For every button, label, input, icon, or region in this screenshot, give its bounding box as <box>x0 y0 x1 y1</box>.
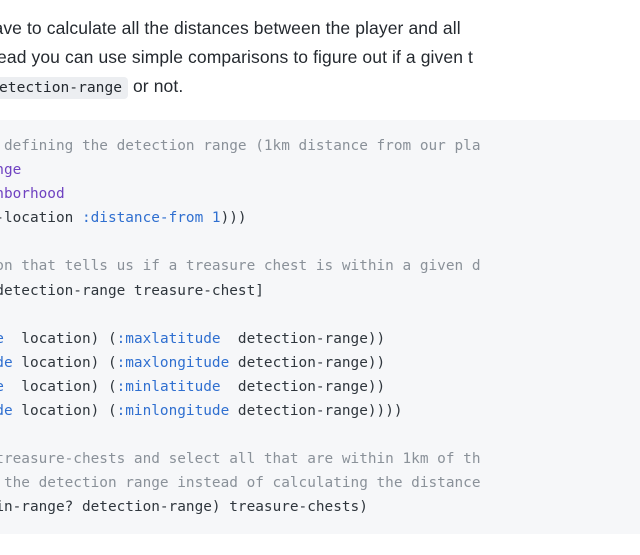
code-token-keyword: :longitude <box>0 403 13 420</box>
code-line: range? [detection-range treasure-chest] <box>0 283 264 299</box>
code-line: r function that tells us if a treasure c… <box>0 258 481 274</box>
code-line: ction-range <box>0 162 21 178</box>
prose-text: ests. Instead you can use simple compari… <box>0 47 473 67</box>
prose-text: or not. <box>128 76 184 96</box>
prose-line: u don't have to calculate all the distan… <box>0 14 640 43</box>
code-token-comment: r function that tells us if a treasure c… <box>0 258 481 275</box>
code-token-keyword: :maxlongitude <box>116 354 230 371</box>
code-token-plain: location) ( <box>12 354 117 371</box>
code-line: ting and defining the detection range (1… <box>0 138 481 154</box>
code-block-content: ting and defining the detection range (1… <box>0 138 481 515</box>
code-token-comment: me using the detection range instead of … <box>3 475 481 492</box>
code-line: :longitude location) (:maxlongitude dete… <box>0 355 385 371</box>
code-token-plain: location) ( <box>3 378 117 395</box>
code-block-pre: ting and defining the detection range (1… <box>0 134 640 520</box>
code-token-keyword: :longitude <box>0 354 13 371</box>
code-token-plain: [detection-range treasure-chest] <box>0 282 264 299</box>
code-token-plain: ))) <box>220 210 247 227</box>
code-line: partial in-range? detection-range) treas… <box>0 499 368 515</box>
code-block[interactable]: ting and defining the detection range (1… <box>0 120 640 534</box>
code-token-keyword: :minlongitude <box>116 403 230 420</box>
inline-code-chip: detection-range <box>0 77 129 99</box>
code-token-plain: c player-location <box>0 210 74 227</box>
code-token-plain: detection-range)) <box>220 330 386 347</box>
code-token-comment: ting and defining the detection range (1… <box>3 138 481 154</box>
code-token-symbol: ction-range <box>0 162 22 179</box>
article-content: u don't have to calculate all the distan… <box>0 0 640 534</box>
code-line: me using the detection range instead of … <box>0 475 481 491</box>
prose-text: u don't have to calculate all the distan… <box>0 18 461 38</box>
code-token-plain: detection-range)) <box>220 378 386 395</box>
code-token-keyword: :latitude <box>0 331 4 347</box>
code-token-plain: detection-range)) <box>229 354 386 371</box>
prose-line: ests. Instead you can use simple compari… <box>0 43 640 72</box>
code-line: :latitude location) (:minlatitude detect… <box>0 379 385 395</box>
code-token-number: 1 <box>211 210 221 227</box>
code-token-plain: detection-range)))) <box>229 403 403 420</box>
code-token-keyword: :minlatitude <box>116 378 221 395</box>
code-token-keyword: :latitude <box>0 379 4 395</box>
code-token-plain: location) ( <box>12 403 117 420</box>
code-token-plain <box>203 210 212 226</box>
prose-block: u don't have to calculate all the distan… <box>0 0 640 102</box>
prose-line: hin the detection-range or not. <box>0 72 640 102</box>
code-token-plain: in-range? detection-range) treasure-ches… <box>0 499 368 516</box>
code-line: :latitude location) (:maxlatitude detect… <box>0 331 385 347</box>
code-line: :longitude location) (:minlongitude dete… <box>0 403 403 419</box>
code-token-keyword: :maxlatitude <box>116 330 221 347</box>
code-token-plain: location) ( <box>3 330 117 347</box>
code-token-keyword: :distance-from <box>81 210 204 227</box>
code-line: ine/neighborhood <box>0 186 65 202</box>
code-token-comment: ugh all treasure-chests and select all t… <box>0 451 481 468</box>
code-token-symbol: ine/neighborhood <box>0 186 65 203</box>
code-line: ugh all treasure-chests and select all t… <box>0 451 481 467</box>
code-line: c player-location :distance-from 1))) <box>0 210 247 226</box>
